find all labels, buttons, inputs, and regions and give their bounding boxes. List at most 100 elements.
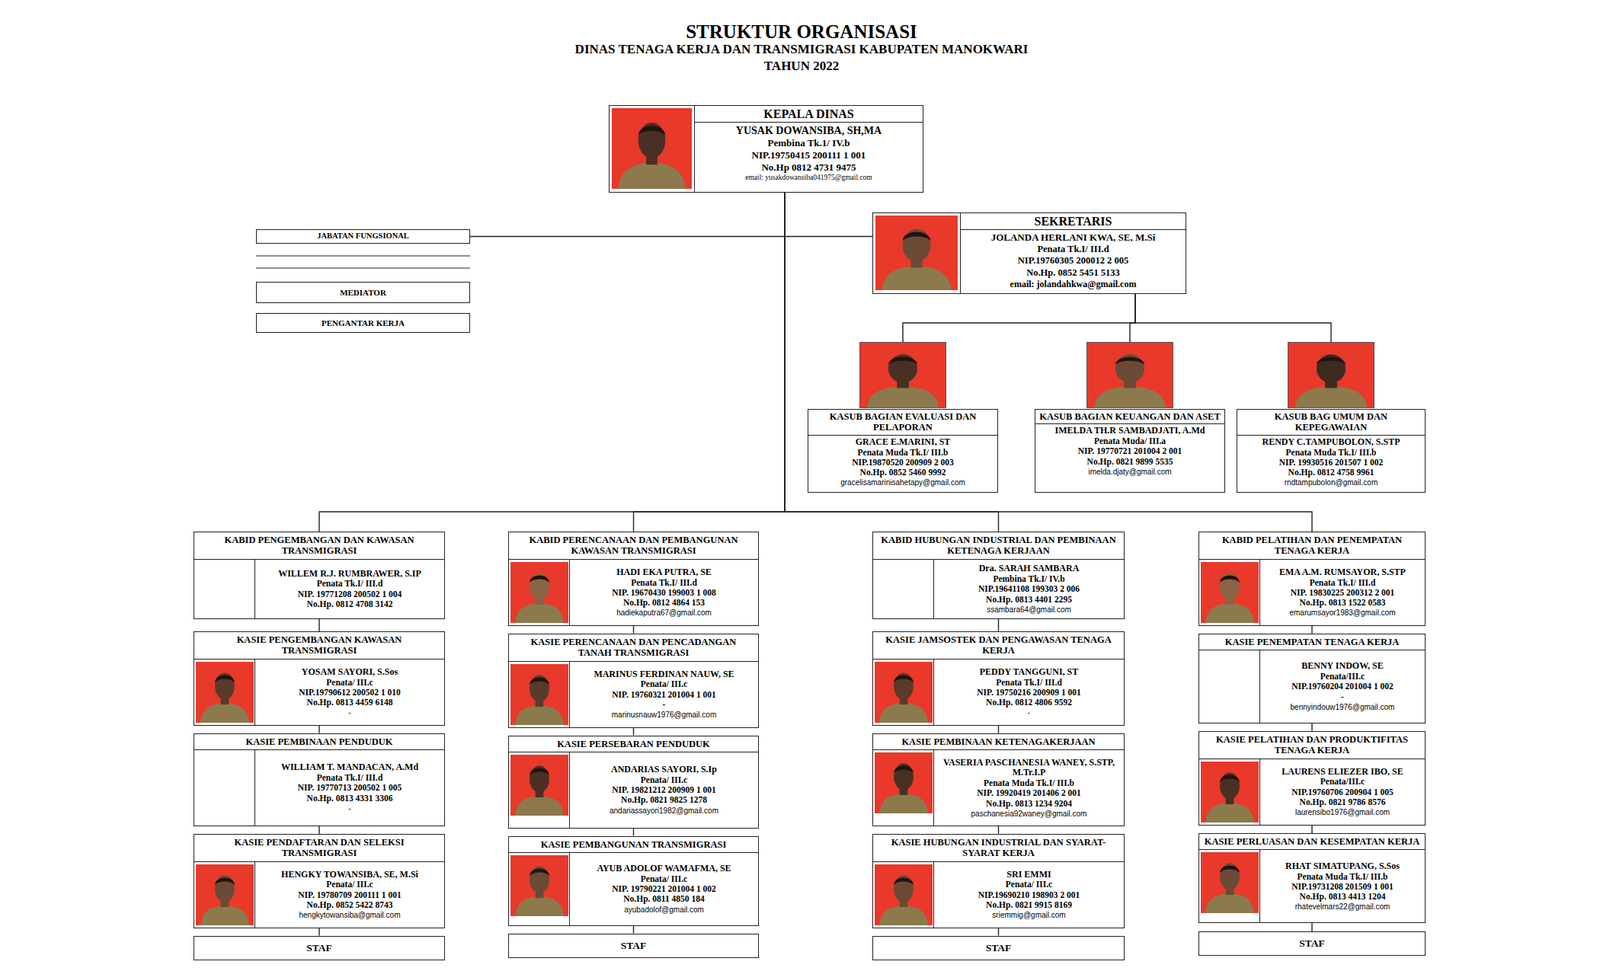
photo-cell	[873, 750, 935, 826]
position-title: KASIE PERENCANAAN DAN PENCADANGAN TANAH …	[513, 636, 754, 660]
info-body: HADI EKA PUTRA, SEPenata Tk.I/ III.dNIP.…	[508, 560, 759, 626]
person-detail: No.Hp. 0821 9786 8576	[1263, 797, 1422, 808]
title-row: KASIE PERSEBARAN PENDUDUK	[508, 736, 759, 753]
position-title: KASIE PEMBANGUNAN TRANSMIGRASI	[513, 839, 754, 851]
org-connector	[318, 826, 320, 835]
info-body: Dra. SARAH SAMBARAPembina Tk.I/ IV.bNIP.…	[873, 560, 1124, 619]
person-detail: No.Hp. 0812 4758 9961	[1240, 467, 1422, 478]
person-detail: No.Hp. 0812 4806 9592	[937, 697, 1121, 708]
person-detail: NIP.19870520 200909 2 003	[811, 457, 995, 468]
person-name: ANDARIAS SAYORI, S.Ip	[572, 764, 756, 776]
person-name: MARINUS FERDINAN NAUW, SE	[572, 669, 756, 681]
person-detail: NIP. 19760321 201004 1 001	[572, 690, 756, 701]
info-body: RHAT SIMATUPANG, S.SosPenata Muda Tk.I/ …	[1199, 850, 1425, 923]
title-row: KASUB BAGIAN KEUANGAN DAN ASET	[1035, 409, 1225, 425]
position-title: KASUB BAG UMUM DAN KEPEGAWAIAN	[1241, 411, 1421, 434]
person-detail: Penata Muda Tk.I/ III.b	[1240, 448, 1422, 458]
title-row: KEPALA DINAS	[694, 105, 923, 123]
portrait-photo	[1087, 342, 1173, 408]
position-box: KASIE PENGEMBANGAN KAWASAN TRANSMIGRASIY…	[193, 631, 445, 727]
info-text: EMA A.M. RUMSAYOR, S.STPPenata Tk.I/ III…	[1260, 560, 1425, 626]
info-body: ANDARIAS SAYORI, S.IpPenata/ III.cNIP. 1…	[508, 752, 759, 829]
email-text: paschanesia92waney@gmail.com	[937, 809, 1121, 820]
unit-label: JABATAN FUNGSIONAL	[316, 231, 410, 241]
person-detail: No.Hp. 0812 4708 3142	[258, 599, 442, 610]
position-title: KABID PENGEMBANGAN DAN KAWASAN TRANSMIGR…	[198, 534, 440, 557]
photo-cell	[1199, 850, 1261, 923]
photo-cell	[194, 862, 256, 928]
person-detail: Penata/ III.c	[258, 880, 442, 890]
email-text: email: yusakdowansiba041975@gmail.com	[697, 173, 920, 183]
email-text: ayubadolof@gmail.com	[572, 905, 756, 916]
photo-cell	[508, 560, 570, 626]
info-text: Dra. SARAH SAMBARAPembina Tk.I/ IV.bNIP.…	[934, 560, 1124, 619]
portrait-photo	[510, 755, 569, 816]
title-row: KASIE HUBUNGAN INDUSTRIAL DAN SYARAT-SYA…	[873, 835, 1124, 863]
org-connector	[470, 192, 785, 237]
person-name: GRACE E.MARINI, ST	[811, 437, 995, 448]
info-body: AYUB ADOLOF WAMAFMA, SEPenata/ III.cNIP.…	[508, 853, 759, 926]
position-title: KABID HUBUNGAN INDUSTRIAL DAN PEMBINAAN …	[877, 534, 1120, 557]
position-box: KASIE PEMBINAAN PENDUDUKWILLIAM T. MANDA…	[193, 733, 445, 827]
title-row: KABID PERENCANAAN DAN PEMBANGUNAN KAWASA…	[508, 532, 759, 560]
photo-cell	[1199, 650, 1261, 724]
photo-cell	[508, 752, 570, 829]
position-box: KASIE PERENCANAAN DAN PENCADANGAN TANAH …	[508, 633, 759, 729]
email-text: laurensibo1976@gmail.com	[1263, 808, 1422, 818]
photo-cell	[508, 853, 570, 926]
email-text: hadiekaputra67@gmail.com	[572, 608, 756, 618]
title-row: KASIE JAMSOSTEK DAN PENGAWASAN TENAGA KE…	[873, 632, 1124, 660]
person-name: HENGKY TOWANSIBA, SE, M.Si	[258, 870, 442, 881]
blank-row-line	[256, 255, 471, 256]
portrait-photo	[510, 664, 569, 726]
position-title: KASIE JAMSOSTEK DAN PENGAWASAN TENAGA KE…	[877, 634, 1120, 657]
title-row: KASUB BAG UMUM DAN KEPEGAWAIAN	[1237, 409, 1425, 436]
email-text: bennyindouw1976@gmail.com	[1263, 703, 1422, 713]
email-text: rndtampubolon@gmail.com	[1240, 478, 1422, 488]
person-detail: No.Hp 0812 4731 9475	[697, 161, 920, 174]
org-connector	[633, 626, 634, 634]
person-detail: NIP. 19821212 200909 1 001	[572, 785, 756, 796]
person-detail: No.Hp. 0813 4413 1204	[1263, 892, 1422, 903]
person-name: LAURENS ELIEZER IBO, SE	[1263, 767, 1422, 778]
info-body: RENDY C.TAMPUBOLON, S.STPPenata Muda Tk.…	[1237, 435, 1425, 490]
info-body: PEDDY TANGGUNI, STPenata Tk.I/ III.dNIP.…	[873, 659, 1124, 726]
info-body: LAURENS ELIEZER IBO, SEPenata/III.cNIP.1…	[1199, 759, 1425, 826]
person-detail: NIP. 19771208 200502 1 004	[258, 589, 442, 600]
portrait-photo	[510, 855, 569, 917]
info-body: MARINUS FERDINAN NAUW, SEPenata/ III.cNI…	[508, 662, 759, 728]
info-text: YOSAM SAYORI, S.SosPenata/ III.cNIP.1979…	[255, 659, 445, 726]
portrait-photo	[860, 342, 946, 408]
position-title: KASIE PEMBINAAN KETENAGAKERJAAN	[877, 736, 1120, 748]
org-connector	[784, 192, 1312, 532]
person-name: VASERIA PASCHANESIA WANEY, S.STP, M.Tr.I…	[937, 758, 1121, 780]
person-detail: No.Hp. 0821 9915 8169	[937, 900, 1121, 911]
unit-box: MEDIATOR	[256, 281, 471, 304]
email-text: emarumsayor1983@gmail.com	[1263, 608, 1422, 618]
photo-cell	[508, 662, 570, 728]
info-text: RHAT SIMATUPANG, S.SosPenata Muda Tk.I/ …	[1260, 850, 1425, 923]
info-body: BENNY INDOW, SEPenata/III.cNIP.19760204 …	[1199, 650, 1425, 724]
title-row: KASIE PEMBANGUNAN TRANSMIGRASI	[508, 837, 759, 854]
position-box: KABID PELATIHAN DAN PENEMPATAN TENAGA KE…	[1198, 531, 1426, 627]
email-text: gracelisamarinisahetapy@gmail.com	[811, 478, 995, 488]
org-connector	[318, 928, 320, 937]
photo-cell	[194, 750, 256, 826]
unit-label: STAF	[985, 942, 1012, 955]
info-body: YOSAM SAYORI, S.SosPenata/ III.cNIP.1979…	[194, 659, 445, 726]
portrait-photo	[510, 562, 569, 624]
portrait-photo	[874, 864, 933, 926]
position-title: KASIE PERSEBARAN PENDUDUK	[513, 739, 754, 750]
person-name: YUSAK DOWANSIBA, SH,MA	[697, 124, 920, 138]
position-box: KASUB BAGIAN KEUANGAN DAN ASETIMELDA TH.…	[1034, 342, 1226, 493]
position-title: KASIE PELATIHAN DAN PRODUKTIFITAS TENAGA…	[1203, 734, 1421, 757]
person-name: Dra. SARAH SAMBARA	[937, 563, 1121, 575]
title-row: KABID PELATIHAN DAN PENEMPATAN TENAGA KE…	[1199, 532, 1425, 560]
portrait-photo	[874, 662, 933, 724]
person-detail: Penata/III.c	[1263, 777, 1422, 788]
org-connector	[998, 726, 999, 734]
title-row: KABID PENGEMBANGAN DAN KAWASAN TRANSMIGR…	[194, 532, 445, 560]
person-detail: NIP. 19670430 199003 1 008	[572, 588, 756, 599]
position-title: KASIE PENDAFTARAN DAN SELEKSI TRANSMIGRA…	[198, 837, 440, 860]
email-text: ssambara64@gmail.com	[937, 605, 1121, 615]
